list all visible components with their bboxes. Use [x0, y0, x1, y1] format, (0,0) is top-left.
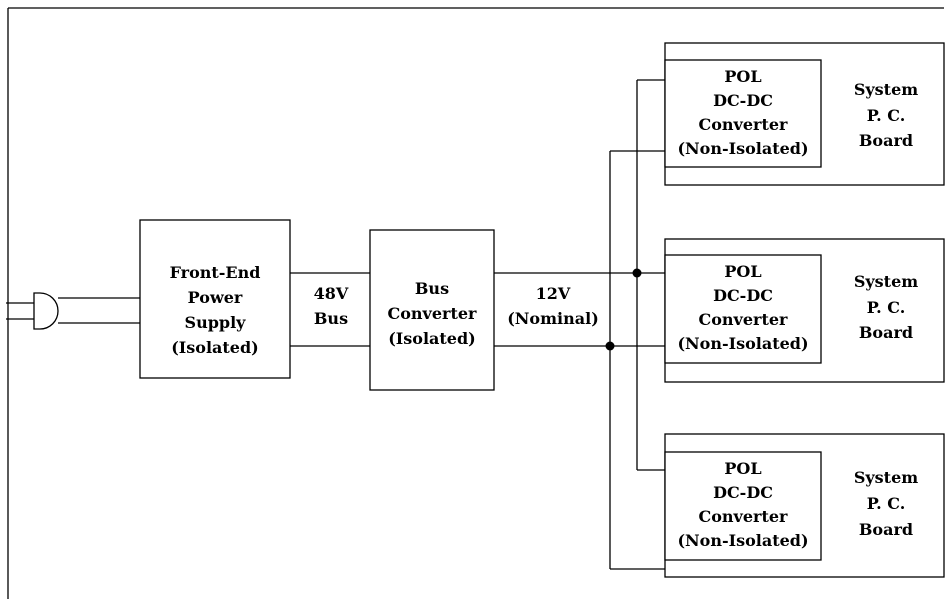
system-line-3: Board — [859, 520, 913, 539]
junction-dot-bottom — [605, 341, 615, 351]
bus-converter-box — [369, 229, 495, 391]
front-end-line-3: Supply — [185, 313, 247, 332]
pol-line-1: POL — [724, 67, 761, 86]
bus-48v-label-1: 48V — [314, 284, 349, 303]
bus-12v-label-1: 12V — [536, 284, 571, 303]
system-board-2: POL DC-DC Converter (Non-Isolated) Syste… — [664, 238, 945, 383]
pol-line-2: DC-DC — [713, 286, 773, 305]
system-line-2: P. C. — [867, 298, 906, 317]
front-end-line-1: Front-End — [170, 263, 261, 282]
ac-power-plug-icon — [6, 292, 59, 330]
system-board-3: POL DC-DC Converter (Non-Isolated) Syste… — [664, 433, 945, 578]
pol-converter-box — [664, 451, 822, 561]
system-line-1: System — [854, 80, 918, 99]
pol-converter-box — [664, 254, 822, 364]
front-end-line-2: Power — [188, 288, 243, 307]
pol-line-4: (Non-Isolated) — [677, 139, 808, 158]
system-line-3: Board — [859, 131, 913, 150]
bus-converter-line-1: Bus — [415, 279, 449, 298]
system-line-1: System — [854, 272, 918, 291]
front-end-power-supply-box — [139, 219, 291, 379]
system-board-1: POL DC-DC Converter (Non-Isolated) Syste… — [664, 42, 945, 186]
pol-line-1: POL — [724, 459, 761, 478]
pol-line-3: Converter — [699, 507, 789, 526]
bus-12v-label-2: (Nominal) — [507, 309, 599, 328]
system-line-2: P. C. — [867, 106, 906, 125]
junction-dot-top — [632, 268, 642, 278]
pol-line-4: (Non-Isolated) — [677, 531, 808, 550]
pol-line-2: DC-DC — [713, 91, 773, 110]
front-end-line-4: (Isolated) — [171, 338, 259, 357]
pol-line-3: Converter — [699, 115, 789, 134]
bus-48v-label-2: Bus — [314, 309, 348, 328]
pol-line-4: (Non-Isolated) — [677, 334, 808, 353]
pol-line-3: Converter — [699, 310, 789, 329]
bus-converter-line-2: Converter — [388, 304, 478, 323]
pol-converter-box — [664, 59, 822, 168]
pol-line-1: POL — [724, 262, 761, 281]
bus-converter-line-3: (Isolated) — [388, 329, 476, 348]
system-line-1: System — [854, 468, 918, 487]
pol-line-2: DC-DC — [713, 483, 773, 502]
system-line-2: P. C. — [867, 494, 906, 513]
system-line-3: Board — [859, 323, 913, 342]
